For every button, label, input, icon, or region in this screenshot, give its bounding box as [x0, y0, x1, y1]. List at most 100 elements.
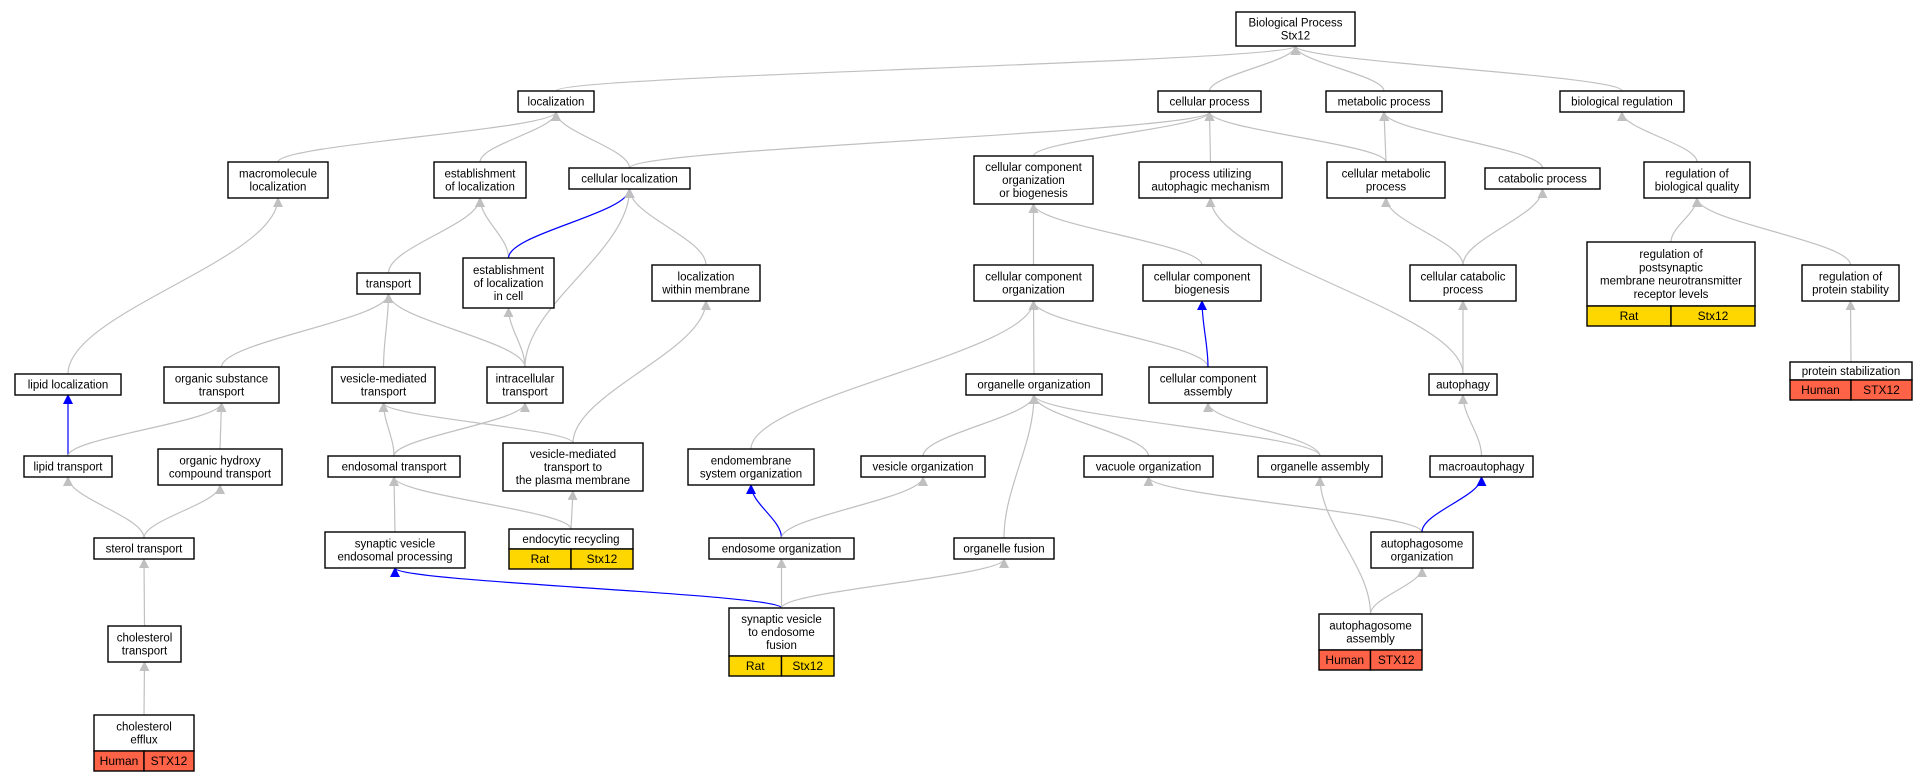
edge-process-autophagic-to-cellular-process — [1204, 111, 1215, 163]
node-box — [1370, 531, 1474, 569]
node-box — [23, 455, 113, 478]
node-box — [1801, 264, 1900, 302]
node-label-line: membrane neurotransmitter — [1600, 276, 1742, 288]
node-label-line: assembly — [1184, 387, 1233, 399]
node-label-line: organization — [1391, 552, 1454, 564]
node-label-line: endosome organization — [722, 544, 842, 556]
node-label-line: cellular component — [985, 162, 1082, 174]
node-endosome-organization[interactable]: endosome organization — [708, 537, 855, 560]
edge-lipid-transport-to-organic-substance-transport — [67, 402, 227, 457]
node-lipid-transport[interactable]: lipid transport — [23, 455, 113, 478]
gene-cell — [143, 750, 195, 772]
node-biological-regulation[interactable]: biological regulation — [1559, 90, 1685, 113]
node-transport[interactable]: transport — [356, 272, 421, 295]
edge-autophagosome-organization-to-vacuole-organization — [1143, 476, 1423, 533]
node-box — [93, 714, 195, 752]
edge-sterol-transport-to-lipid-transport — [63, 476, 145, 539]
node-macroautophagy[interactable]: macroautophagy — [1429, 455, 1534, 478]
node-organelle-assembly[interactable]: organelle assembly — [1257, 455, 1383, 478]
node-metabolic-process[interactable]: metabolic process — [1325, 90, 1443, 113]
node-label-line: vesicle organization — [872, 462, 973, 474]
node-label-line: system organization — [700, 469, 802, 481]
node-box — [708, 537, 855, 560]
node-label-line: cellular catabolic — [1420, 271, 1505, 283]
node-box — [1428, 373, 1498, 396]
edge-endocytic-recycling-to-endosomal-transport — [389, 476, 572, 530]
node-vacuole-organization[interactable]: vacuole organization — [1083, 455, 1214, 478]
node-label-line: postsynaptic — [1639, 262, 1703, 274]
node-label-line: cellular metabolic — [1342, 168, 1431, 180]
edge-vesicle-to-pm-to-localization-within-membrane — [572, 300, 711, 444]
node-box — [107, 625, 182, 663]
node-box — [1559, 90, 1685, 113]
node-label-line: endomembrane — [711, 455, 792, 467]
node-label-line: organelle organization — [977, 380, 1090, 392]
edge-catabolic-process-to-metabolic-process — [1379, 111, 1544, 169]
edge-establishment-loc-cell-to-cellular-localization — [507, 188, 635, 259]
node-label-line: organic substance — [175, 373, 268, 385]
node-autophagy[interactable]: autophagy — [1428, 373, 1498, 396]
node-box — [973, 155, 1094, 205]
node-box — [327, 455, 461, 478]
edge-endosome-organization-to-vesicle-organization — [780, 476, 928, 539]
node-label-line: vacuole organization — [1096, 462, 1202, 474]
node-box — [14, 373, 122, 396]
node-box — [1138, 161, 1283, 199]
node-organelle-organization[interactable]: organelle organization — [965, 373, 1103, 396]
edge-synaptic-vesicle-endosomal-to-endosomal-transport — [389, 476, 400, 533]
edge-endocytic-recycling-to-vesicle-to-pm — [567, 490, 578, 530]
edge-cholesterol-efflux-to-cholesterol-transport — [139, 661, 150, 716]
node-cc-assembly[interactable]: cellular component assembly — [1148, 366, 1268, 404]
edge-organelle-assembly-to-organelle-organization — [1029, 394, 1321, 457]
node-lipid-localization[interactable]: lipid localization — [14, 373, 122, 396]
node-box — [860, 455, 986, 478]
edge-vesicle-mediated-transport-to-transport — [382, 293, 394, 368]
node-box — [728, 607, 835, 657]
node-cellular-process[interactable]: cellular process — [1157, 90, 1262, 113]
node-cellular-localization[interactable]: cellular localization — [568, 167, 691, 190]
node-catabolic-process[interactable]: catabolic process — [1484, 167, 1601, 190]
node-localization[interactable]: localization — [517, 90, 595, 113]
node-box — [517, 90, 595, 113]
node-vesicle-organization[interactable]: vesicle organization — [860, 455, 986, 478]
node-label-line: cellular component — [1160, 373, 1257, 385]
node-label-line: cellular process — [1170, 97, 1250, 109]
node-sterol-transport[interactable]: sterol transport — [93, 537, 195, 560]
node-endomembrane-org[interactable]: endomembrane system organization — [687, 448, 815, 486]
node-endosomal-transport[interactable]: endosomal transport — [327, 455, 461, 478]
node-label-line: protein stabilization — [1802, 366, 1900, 378]
node-label-line: organelle assembly — [1270, 462, 1369, 474]
node-label-line: to endosome — [748, 627, 815, 639]
node-label-line: synaptic vesicle — [741, 614, 822, 626]
edge-endosomal-transport-to-vesicle-mediated-transport — [378, 402, 395, 457]
node-organelle-fusion[interactable]: organelle fusion — [953, 537, 1055, 560]
